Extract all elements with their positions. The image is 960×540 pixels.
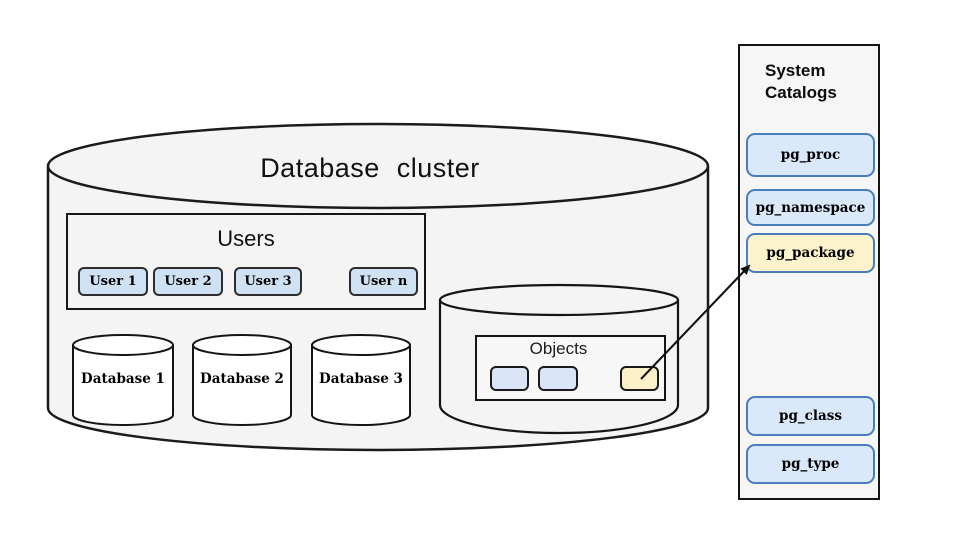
database-1-label: Database 1 [81,371,165,387]
database-2-cylinder [192,334,292,426]
catalog-pg-class[interactable]: pg_class [746,396,875,436]
database-1-cylinder [72,334,174,426]
objects-group-box: Objects [475,335,666,401]
object-blue-1 [490,366,529,391]
user-3-node[interactable]: User 3 [234,267,302,296]
database-3-cylinder [311,334,411,426]
object-blue-2 [538,366,578,391]
database-3-label: Database 3 [319,371,403,387]
user-2-node[interactable]: User 2 [153,267,223,296]
catalog-pg-type[interactable]: pg_type [746,444,875,484]
users-title: Users [217,226,275,251]
catalog-pg-package[interactable]: pg_package [746,233,875,273]
users-group-box: Users User 1 User 2 User 3 User n [66,213,426,310]
catalog-pg-namespace[interactable]: pg_namespace [746,189,875,226]
user-n-node[interactable]: User n [349,267,418,296]
system-catalogs-panel: System Catalogs pg_proc pg_namespace pg_… [738,44,880,500]
cluster-title: Database cluster [260,153,480,183]
object-package [620,366,659,391]
database-2-label: Database 2 [200,371,284,387]
catalog-pg-proc[interactable]: pg_proc [746,133,875,177]
user-1-node[interactable]: User 1 [78,267,148,296]
objects-title: Objects [529,339,588,358]
system-catalogs-title: System Catalogs [765,61,837,102]
